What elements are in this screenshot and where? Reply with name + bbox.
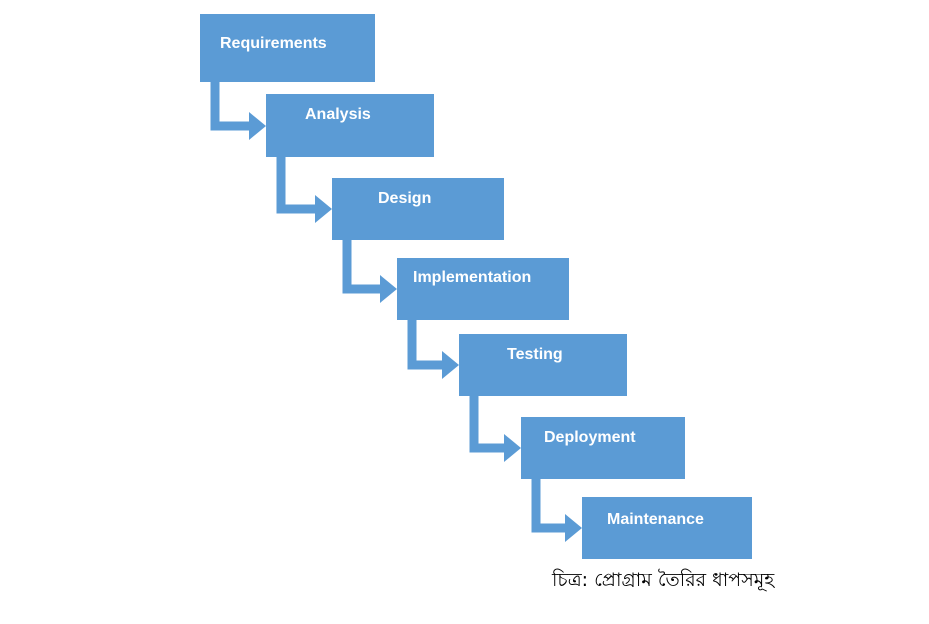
stage-label: Testing <box>507 346 563 363</box>
stage-deployment: Deployment <box>521 417 685 479</box>
arrow-head-icon <box>565 514 582 542</box>
arrow-head-icon <box>315 195 332 223</box>
stage-requirements: Requirements <box>200 14 375 82</box>
stage-label: Requirements <box>220 35 327 52</box>
stage-box <box>200 14 375 82</box>
figure-caption: চিত্র: প্রোগ্রাম তৈরির ধাপসমূহ <box>552 569 775 591</box>
stage-maintenance: Maintenance <box>582 497 752 559</box>
stage-label: Analysis <box>305 106 371 123</box>
stage-box <box>397 258 569 320</box>
connector-line <box>210 82 251 131</box>
connector-line <box>342 240 382 294</box>
stage-analysis: Analysis <box>266 94 434 157</box>
connector-line <box>531 479 567 533</box>
stage-label: Deployment <box>544 429 636 446</box>
stage-boxes: RequirementsAnalysisDesignImplementation… <box>200 14 752 559</box>
stage-label: Implementation <box>413 269 531 286</box>
arrow-head-icon <box>504 434 521 462</box>
stage-box <box>266 94 434 157</box>
connectors <box>210 82 582 542</box>
stage-box <box>332 178 504 240</box>
stage-implementation: Implementation <box>397 258 569 320</box>
stage-testing: Testing <box>459 334 627 396</box>
stage-design: Design <box>332 178 504 240</box>
stage-box <box>521 417 685 479</box>
stage-label: Maintenance <box>607 511 704 528</box>
arrow-head-icon <box>249 112 266 140</box>
connector-line <box>469 396 506 453</box>
stage-label: Design <box>378 190 431 207</box>
arrow-head-icon <box>380 275 397 303</box>
connector-line <box>407 320 444 370</box>
stage-box <box>459 334 627 396</box>
arrow-head-icon <box>442 351 459 379</box>
connector-line <box>276 157 317 214</box>
stage-box <box>582 497 752 559</box>
